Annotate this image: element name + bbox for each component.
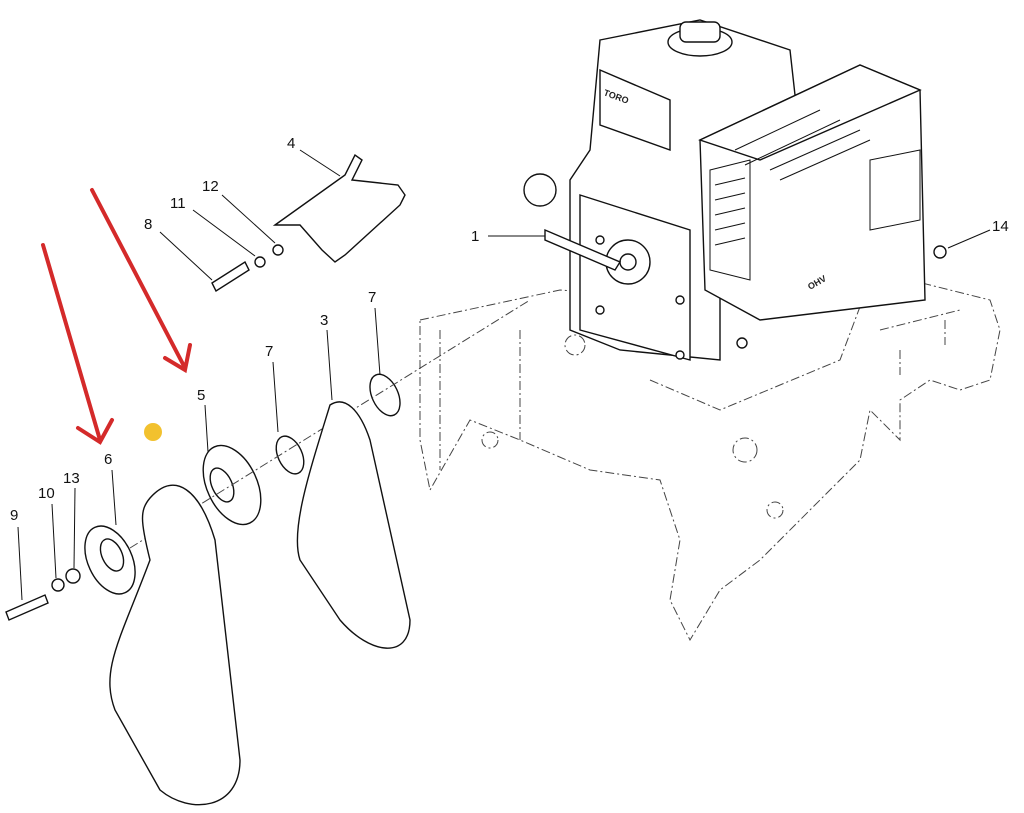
callout-9: 9 [10,507,18,524]
callout-11: 11 [170,195,186,212]
engine: TORO OHV [523,19,947,361]
annotation-arrows [41,188,192,445]
callout-labels: 1 3 4 5 6 7 7 8 9 10 11 12 13 14 [10,135,1009,524]
callout-5: 5 [197,387,205,404]
callout-3: 3 [320,312,328,329]
callout-4: 4 [287,135,295,152]
callout-10: 10 [38,485,55,502]
callout-7: 7 [265,343,273,360]
belt-guide [272,153,406,263]
red-arrow-icon [90,188,192,374]
callout-6: 6 [104,451,112,468]
callout-14: 14 [992,218,1009,235]
pulleys [84,299,531,595]
hardware [5,244,284,621]
callout-7: 7 [368,289,376,306]
leader-lines [17,149,991,601]
frame-outline [419,269,1001,642]
callout-13: 13 [63,470,80,487]
yellow-marker-dot [144,423,162,441]
belts [109,401,411,806]
red-arrow-icon [41,243,114,445]
callout-12: 12 [202,178,219,195]
callout-1: 1 [471,228,479,245]
callout-8: 8 [144,216,152,233]
